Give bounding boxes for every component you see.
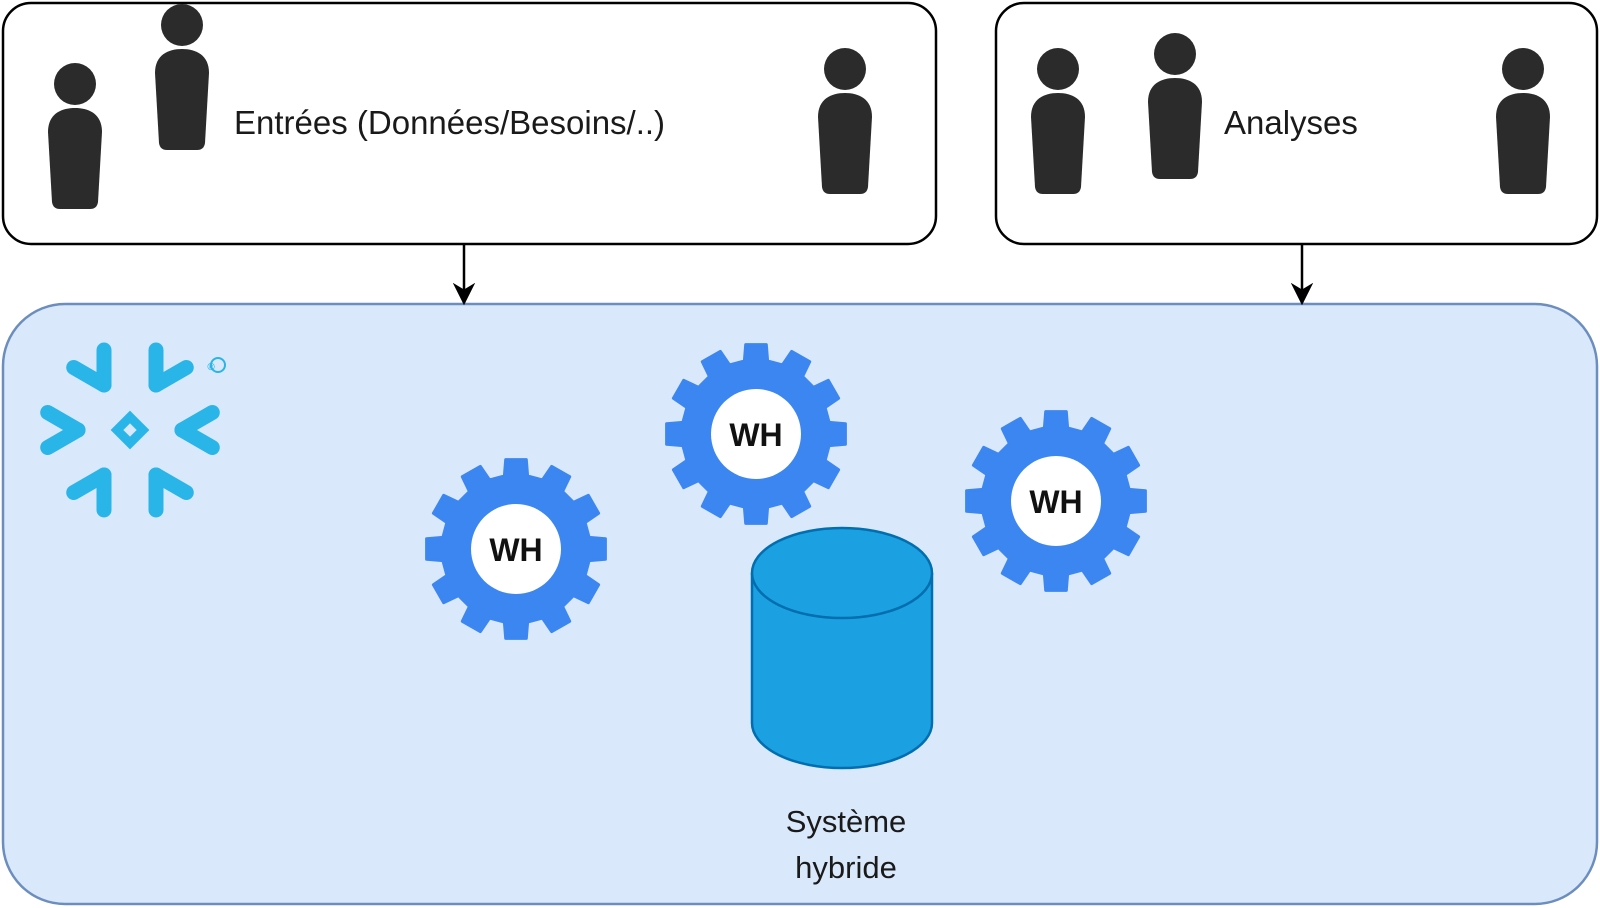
analysis-box-label: Analyses (1224, 104, 1358, 141)
registered-mark: ® (207, 362, 215, 373)
analysis-box: Analyses (994, 1, 1599, 246)
user-icon (155, 4, 209, 150)
database-cylinder-icon (750, 526, 934, 770)
database-label-line1: Système (786, 804, 907, 839)
database-label-line2: hybride (795, 850, 897, 885)
warehouse-gears: WH WH WH (425, 343, 1147, 640)
warehouse-label: WH (1029, 484, 1082, 520)
snowflake-logo-icon (40, 342, 226, 518)
warehouse-gear-icon: WH (665, 343, 847, 525)
warehouse-label: WH (729, 417, 782, 453)
user-icon (48, 63, 102, 209)
warehouse-label: WH (489, 532, 542, 568)
user-icon (1148, 33, 1202, 179)
user-icon (1496, 48, 1550, 194)
warehouse-gear-icon: WH (425, 458, 607, 640)
input-box: Entrées (Données/Besoins/..) (1, 1, 938, 246)
input-box-label: Entrées (Données/Besoins/..) (234, 104, 665, 141)
user-icon (818, 48, 872, 194)
user-icon (1031, 48, 1085, 194)
warehouse-gear-icon: WH (965, 410, 1147, 592)
